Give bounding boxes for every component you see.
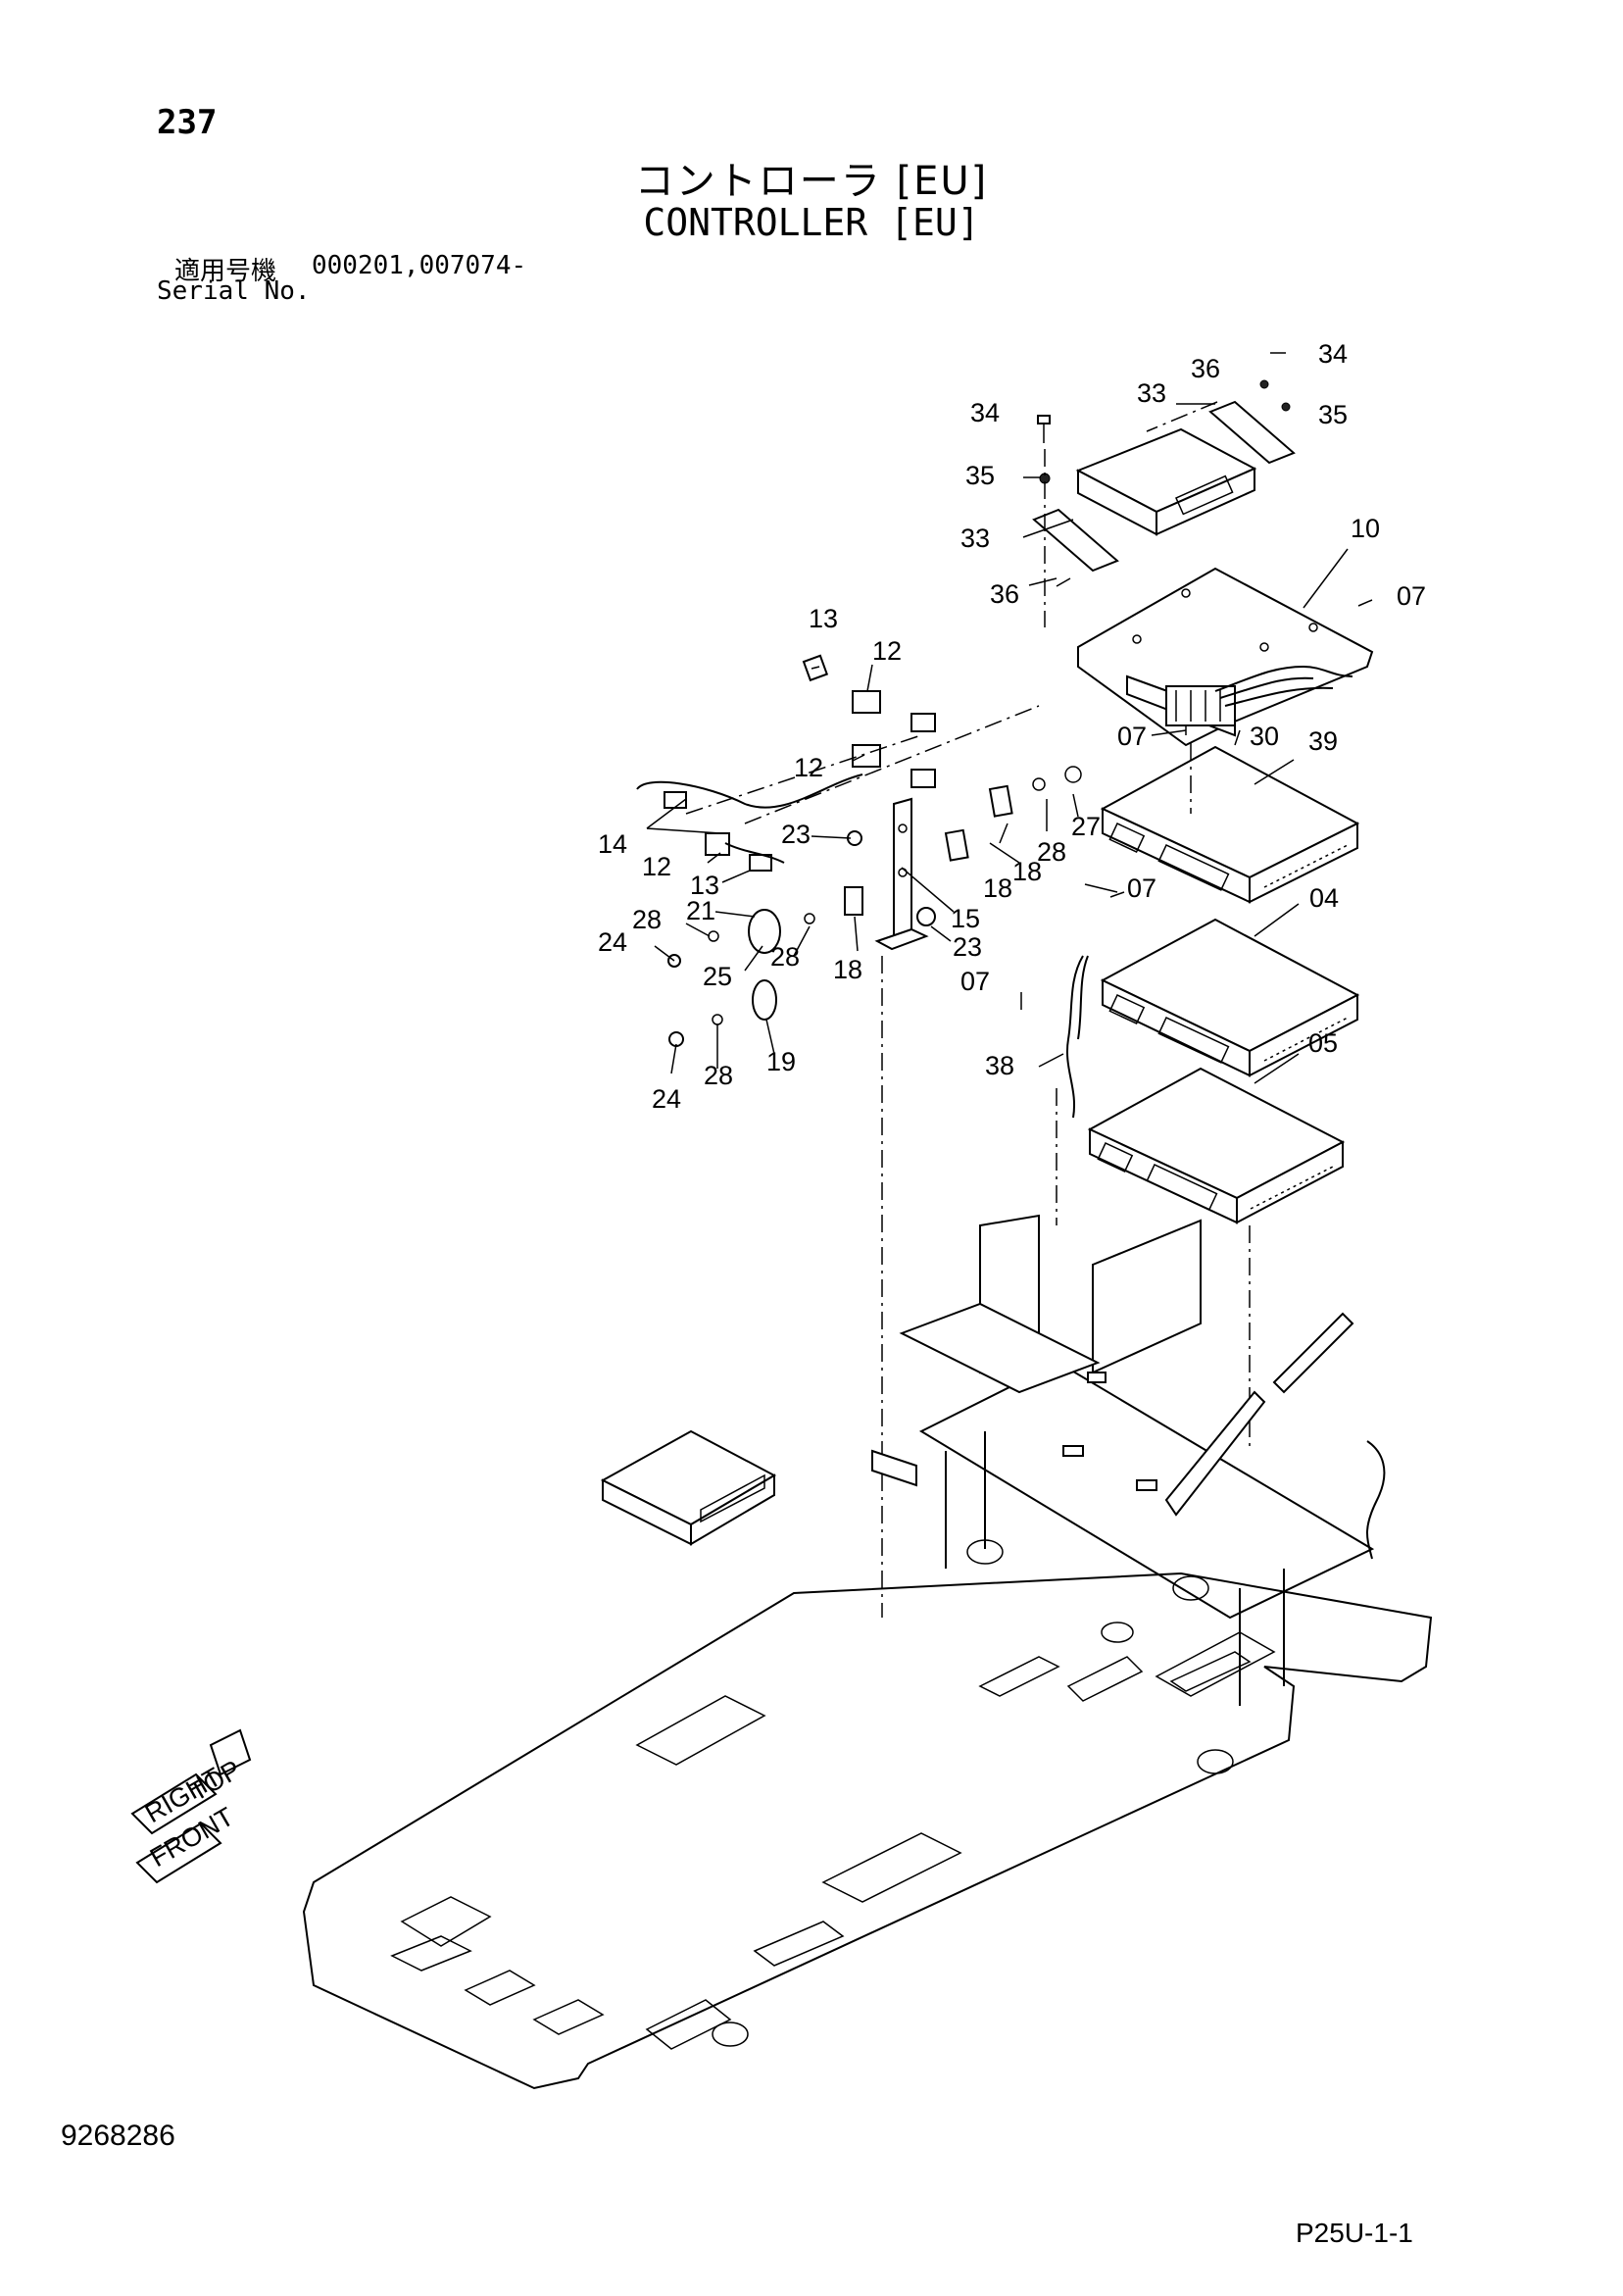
- callout-04: 04: [1309, 883, 1339, 913]
- callout-35-top: 35: [1318, 400, 1348, 429]
- serial-label-english: Serial No.: [157, 276, 311, 306]
- callout-28-lower: 28: [704, 1061, 733, 1090]
- page-code: P25U-1-1: [1296, 2218, 1413, 2248]
- callout-39: 39: [1308, 726, 1338, 756]
- callout-33-top: 33: [1137, 378, 1166, 408]
- page-title-english: CONTROLLER [EU]: [643, 201, 980, 244]
- callout-28-center: 28: [770, 942, 800, 972]
- callout-15: 15: [951, 904, 980, 933]
- callout-05: 05: [1308, 1028, 1338, 1058]
- harness-bracket-cluster: [636, 654, 1082, 1618]
- callout-36-top: 36: [1191, 354, 1220, 383]
- leader-lines: [646, 403, 1349, 1084]
- callout-38: 38: [985, 1051, 1014, 1080]
- controller-05: [1087, 1067, 1346, 1224]
- orientation-arrows: TOP RIGHT FRONT: [130, 1728, 252, 1884]
- callout-34-top: 34: [1318, 339, 1348, 369]
- callout-36-left: 36: [990, 579, 1019, 609]
- callout-12-mid: 12: [794, 753, 823, 782]
- upper-controller-unit: [1032, 352, 1296, 627]
- callout-13-top: 13: [809, 604, 838, 633]
- callout-07-mid: 07: [1127, 873, 1156, 903]
- callout-23-left: 23: [781, 820, 811, 849]
- callout-24-upper: 24: [598, 927, 627, 957]
- callout-35-left: 35: [965, 461, 995, 490]
- callout-07-harness: 07: [1117, 722, 1147, 751]
- cab-frame-structure: [871, 1214, 1386, 1706]
- mounting-plate-assembly: [1077, 567, 1374, 747]
- callout-07-low: 07: [960, 967, 990, 996]
- callout-25: 25: [703, 962, 732, 991]
- callout-23-right: 23: [953, 932, 982, 962]
- page-title-japanese: コントローラ [EU]: [634, 159, 989, 204]
- page-number: 237: [157, 103, 218, 142]
- drawing-number: 9268286: [61, 2120, 175, 2152]
- serial-number-value: 000201,007074-: [312, 251, 527, 280]
- serial-label-japanese: 適用号機: [174, 257, 277, 286]
- callout-28-left: 28: [632, 905, 662, 934]
- callout-30: 30: [1250, 722, 1279, 751]
- callout-13-low: 13: [690, 871, 719, 900]
- callout-34-left: 34: [970, 398, 1000, 427]
- controller-39: [1100, 745, 1360, 904]
- spare-controller-box: [600, 1429, 777, 1546]
- callout-33-left: 33: [960, 524, 990, 553]
- callout-12-top: 12: [872, 636, 902, 666]
- callout-10: 10: [1351, 514, 1380, 543]
- callout-27: 27: [1071, 812, 1101, 841]
- callout-21: 21: [686, 896, 715, 925]
- callout-19: 19: [766, 1047, 796, 1076]
- callout-18-right: 18: [983, 873, 1012, 903]
- floor-plate: [302, 1539, 1433, 2090]
- controller-04: [1100, 918, 1360, 1077]
- callout-14: 14: [598, 829, 627, 859]
- callout-24-lower: 24: [652, 1084, 681, 1114]
- callout-28-top: 28: [1037, 837, 1066, 867]
- callout-18-far: 18: [1012, 857, 1042, 886]
- callout-07-plate: 07: [1397, 581, 1426, 611]
- callout-labels: 34 36 33 35 34 35 33 36 10 07 07 30 39 1…: [598, 339, 1426, 1114]
- callout-12-low: 12: [642, 852, 671, 881]
- callout-18-low: 18: [833, 955, 862, 984]
